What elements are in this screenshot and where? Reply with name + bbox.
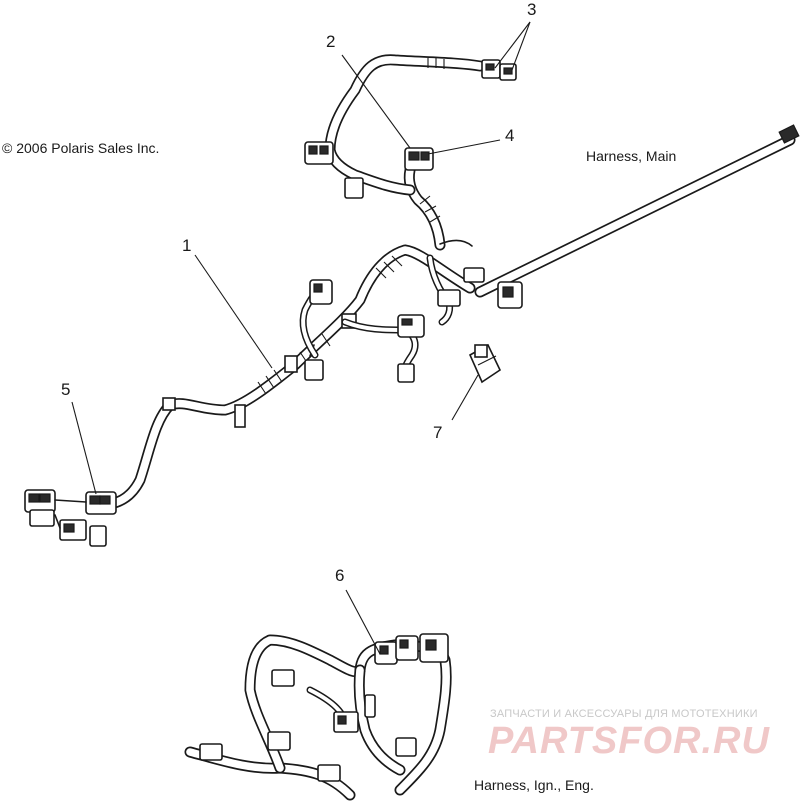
copyright-notice: © 2006 Polaris Sales Inc. <box>2 140 160 156</box>
leader-3b <box>511 21 531 71</box>
connector-cluster-3 <box>481 59 517 81</box>
connector <box>463 267 485 283</box>
main-harness-junction <box>426 239 523 326</box>
callout-2: 2 <box>326 32 336 51</box>
leader-6 <box>345 589 381 655</box>
harness-clip <box>284 355 298 373</box>
harness-clip <box>162 397 176 411</box>
harness-clip <box>234 404 246 428</box>
leader-lines <box>71 21 531 655</box>
connector <box>437 289 461 307</box>
main-harness-upper-branch <box>304 54 517 251</box>
connector-item-7 <box>468 343 502 384</box>
connector <box>397 363 415 383</box>
leader-4 <box>427 139 501 155</box>
caption-harness-main: Harness, Main <box>586 148 677 164</box>
leader-7 <box>451 374 479 421</box>
main-harness-mid-branch <box>304 314 425 383</box>
leader-5 <box>71 401 97 495</box>
connector <box>397 314 425 338</box>
callout-4: 4 <box>505 126 515 145</box>
callout-1: 1 <box>182 236 192 255</box>
watermark-tagline: ЗАПЧАСТИ И АКСЕССУАРЫ ДЛЯ МОТОТЕХНИКИ <box>490 708 758 720</box>
connector <box>304 359 324 381</box>
callout-6: 6 <box>335 566 345 585</box>
connector-upper-left <box>304 141 364 199</box>
main-harness-upper-left-branch <box>299 279 333 359</box>
connector-item-4 <box>404 147 434 171</box>
ign-eng-connectors <box>199 633 449 782</box>
main-harness-trunk <box>474 124 800 298</box>
callout-7: 7 <box>433 423 443 442</box>
callout-3: 3 <box>527 0 537 19</box>
connector-cluster-5 <box>24 489 117 547</box>
leader-2 <box>341 54 411 149</box>
watermark-brand: PARTSFOR.RU <box>488 720 770 762</box>
ign-eng-harness <box>184 633 452 801</box>
leader-3a <box>494 21 531 69</box>
main-harness-left-run <box>94 244 476 511</box>
leader-1 <box>194 254 273 369</box>
caption-harness-ign-eng: Harness, Ign., Eng. <box>474 777 594 793</box>
main-harness <box>24 54 800 547</box>
callout-5: 5 <box>61 380 71 399</box>
